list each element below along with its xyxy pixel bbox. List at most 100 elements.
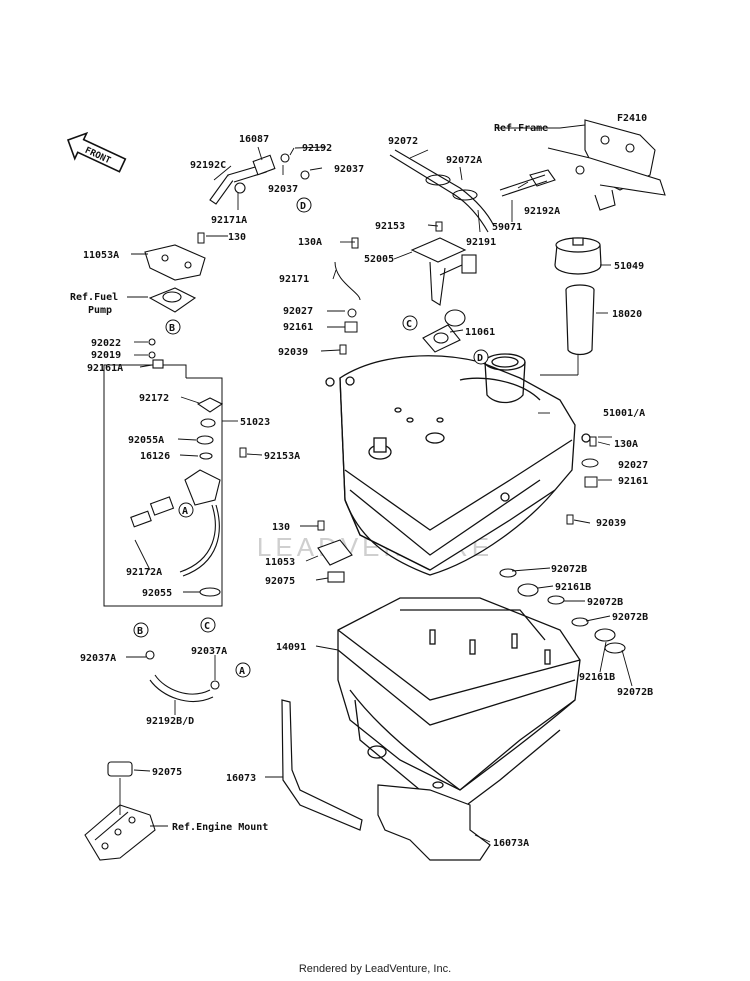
- fuel-valve-51023: [130, 397, 224, 597]
- part-130-top: 130: [228, 232, 246, 243]
- part-130A-top: 130A: [298, 237, 322, 248]
- heat-shield-16073A: [377, 784, 491, 861]
- part-92192: 92192: [302, 143, 332, 154]
- part-92191: 92191: [466, 237, 496, 248]
- part-92027-right: 92027: [618, 460, 648, 471]
- part-92037-right: 92037: [334, 164, 364, 175]
- ref-engine-mount-label: Ref.Engine Mount: [172, 821, 268, 833]
- part-11053: 11053: [265, 557, 295, 568]
- part-11061: 11061: [465, 327, 495, 338]
- hose-92192BD: [145, 650, 220, 702]
- part-130A-right: 130A: [614, 439, 638, 450]
- part-92037A-right: 92037A: [191, 646, 227, 657]
- part-130-mid: 130: [272, 522, 290, 533]
- part-labels: 16087 92192 92037 92037 92192C 92171A 92…: [80, 134, 653, 849]
- part-18020: 18020: [612, 309, 642, 320]
- part-51049: 51049: [614, 261, 644, 272]
- part-92055A: 92055A: [128, 435, 164, 446]
- ref-frame-label: Ref.Frame: [494, 123, 548, 134]
- part-92022: 92022: [91, 338, 121, 349]
- part-92153: 92153: [375, 221, 405, 232]
- part-92072B-1: 92072B: [551, 564, 587, 575]
- part-92072A: 92072A: [446, 155, 482, 166]
- figure-code: F2410: [617, 113, 647, 124]
- callout-c-tank-label: C: [406, 319, 412, 330]
- hose-59071: [499, 174, 548, 197]
- fuel-pump-assembly-box: [103, 364, 223, 607]
- part-92153A: 92153A: [264, 451, 300, 462]
- part-92161-right: 92161: [618, 476, 648, 487]
- part-92072B-2: 92072B: [587, 597, 623, 608]
- fuel-tank-51001: [325, 353, 591, 576]
- part-92037-left: 92037: [268, 184, 298, 195]
- callout-markers: [133, 197, 489, 678]
- bracket-11053: [317, 539, 353, 583]
- part-92072: 92072: [388, 136, 418, 147]
- callout-d-top: [296, 197, 312, 213]
- fitting-92192C: [209, 153, 310, 205]
- front-arrow-icon: FRONT: [66, 131, 127, 173]
- callout-b-left: [165, 319, 181, 335]
- part-92172A: 92172A: [126, 567, 162, 578]
- part-92019: 92019: [91, 350, 121, 361]
- part-92072B-3: 92072B: [612, 612, 648, 623]
- callout-d-tank: [473, 349, 489, 365]
- part-92171: 92171: [279, 274, 309, 285]
- callout-c-tank: [402, 315, 418, 331]
- part-92171A: 92171A: [211, 215, 247, 226]
- bracket-11053A: [144, 244, 206, 369]
- callout-c-left-label: C: [204, 621, 210, 632]
- filler-pipe-18020: [565, 284, 595, 356]
- callout-c-left: [200, 617, 216, 633]
- callout-a-low: [235, 662, 251, 678]
- part-92172: 92172: [139, 393, 169, 404]
- callout-d-tank-label: D: [477, 353, 483, 364]
- callout-d-top-label: D: [300, 201, 306, 212]
- part-92037A-left: 92037A: [80, 653, 116, 664]
- reference-labels: Ref.Frame Ref.Fuel Pump Ref.Engine Mount: [70, 123, 548, 833]
- callout-b-left-label: B: [169, 323, 175, 334]
- part-92192A: 92192A: [524, 206, 560, 217]
- frame-ref: [529, 119, 666, 211]
- hose-92191: [389, 149, 495, 233]
- callout-b-low: [133, 622, 149, 638]
- part-92161B-2: 92161B: [579, 672, 615, 683]
- part-16073A: 16073A: [493, 838, 529, 849]
- part-92027-left: 92027: [283, 306, 313, 317]
- part-92055: 92055: [142, 588, 172, 599]
- grommets-right: [499, 568, 626, 654]
- part-14091: 14091: [276, 642, 306, 653]
- part-59071: 59071: [492, 222, 522, 233]
- part-92075-mid: 92075: [265, 576, 295, 587]
- part-51001A: 51001/A: [603, 408, 645, 419]
- part-92039-right: 92039: [596, 518, 626, 529]
- callout-letters: D B C D A C B A: [137, 201, 483, 677]
- callout-a-low-label: A: [239, 666, 245, 677]
- callout-a-left-label: A: [182, 506, 188, 517]
- part-92192BD: 92192B/D: [146, 716, 194, 727]
- heat-shield-16073: [281, 699, 363, 831]
- part-51023: 51023: [240, 417, 270, 428]
- part-92072B-4: 92072B: [617, 687, 653, 698]
- part-16073: 16073: [226, 773, 256, 784]
- part-92161B-1: 92161B: [555, 582, 591, 593]
- part-16087: 16087: [239, 134, 269, 145]
- fuel-pump-module-52005: [410, 237, 477, 353]
- ref-fuel-pump-label-2: Pump: [88, 305, 112, 316]
- part-52005: 52005: [364, 254, 394, 265]
- fuel-cap-51049: [554, 237, 602, 275]
- callout-a-left: [178, 502, 194, 518]
- part-92161-left: 92161: [283, 322, 313, 333]
- part-92039-left: 92039: [278, 347, 308, 358]
- bolts: [197, 221, 599, 531]
- ref-fuel-pump-label-1: Ref.Fuel: [70, 292, 118, 303]
- part-92075-low: 92075: [152, 767, 182, 778]
- engine-mount-ref: [84, 761, 156, 861]
- callout-b-low-label: B: [137, 626, 143, 637]
- part-16126: 16126: [140, 451, 170, 462]
- part-11053A: 11053A: [83, 250, 119, 261]
- tank-tray-14091: [337, 597, 581, 811]
- part-92192C: 92192C: [190, 160, 226, 171]
- footer-credit: Rendered by LeadVenture, Inc.: [298, 963, 452, 975]
